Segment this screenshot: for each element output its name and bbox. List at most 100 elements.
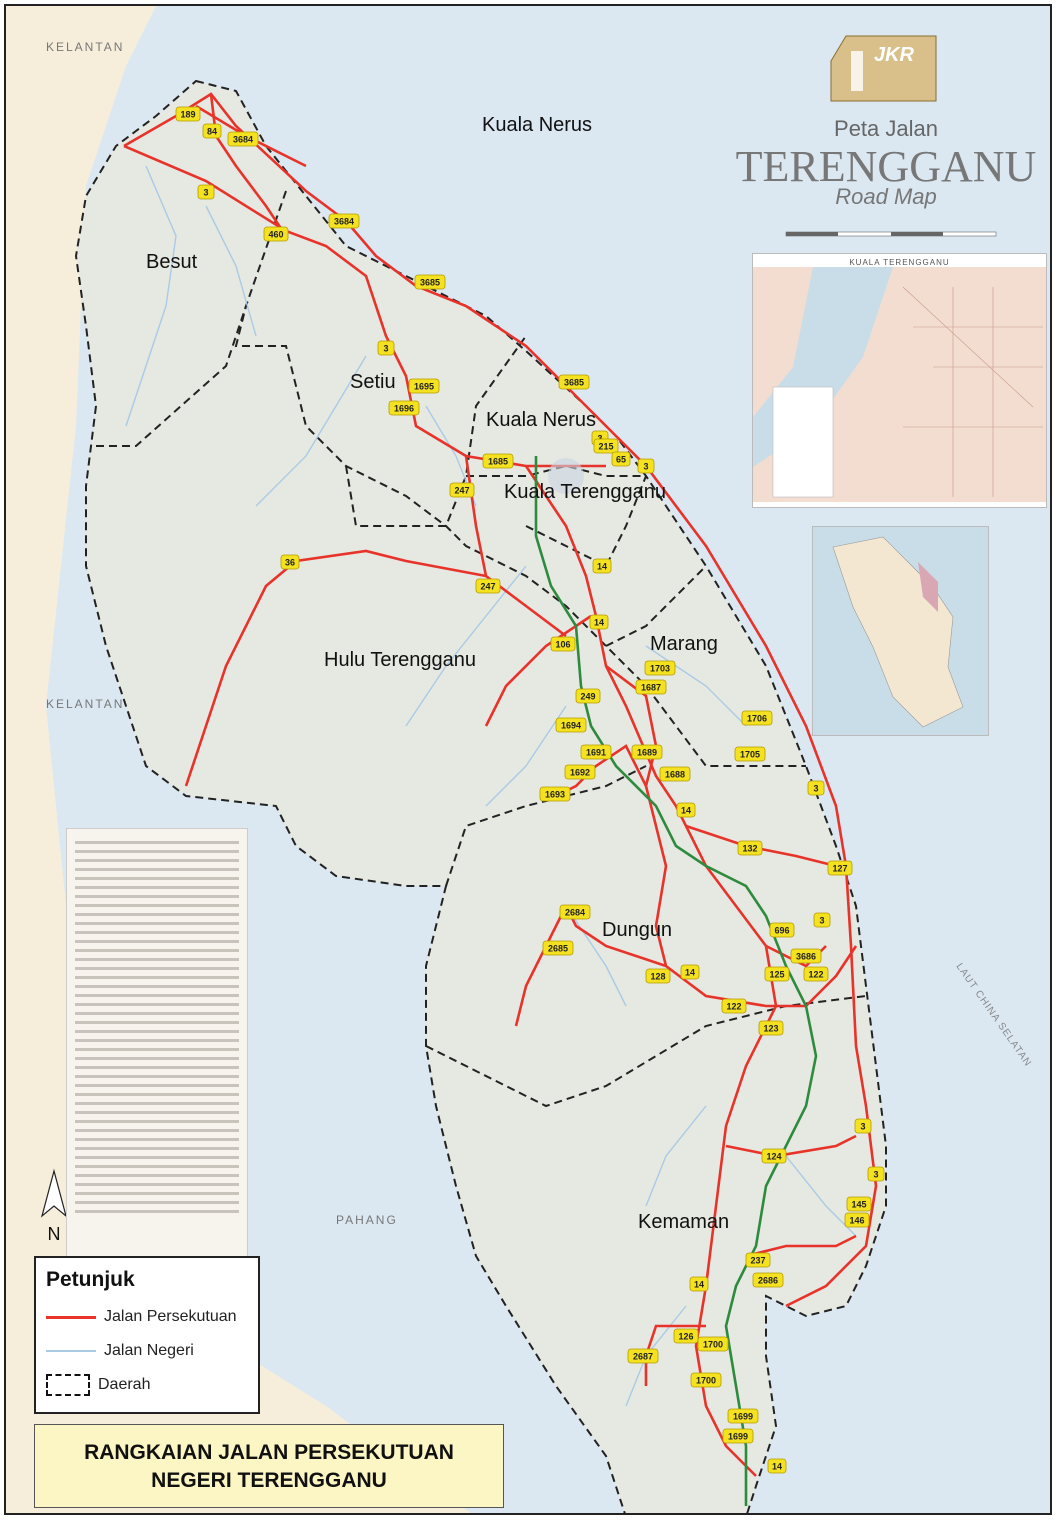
road-shield: 1691 bbox=[580, 744, 612, 760]
road-shield-number: 3 bbox=[860, 1122, 865, 1132]
road-shield: 2686 bbox=[752, 1272, 784, 1288]
map-title-en: Road Map bbox=[835, 184, 937, 209]
road-shield-number: 146 bbox=[849, 1216, 864, 1226]
road-shield: 14 bbox=[676, 802, 696, 818]
road-shield: 249 bbox=[575, 688, 601, 704]
road-shield: 2685 bbox=[542, 940, 574, 956]
federal-road-swatch bbox=[46, 1315, 96, 1319]
road-shield-number: 122 bbox=[726, 1002, 741, 1012]
map-subtitle: Peta Jalan bbox=[834, 116, 938, 141]
road-shield-number: 2686 bbox=[758, 1276, 778, 1286]
road-shield: 127 bbox=[827, 860, 853, 876]
logo-text: JKR bbox=[874, 44, 915, 66]
city-area bbox=[548, 458, 584, 494]
road-shield-number: 1699 bbox=[728, 1432, 748, 1442]
road-shield: 1706 bbox=[741, 710, 773, 726]
state-road-swatch bbox=[46, 1350, 96, 1352]
road-shield-number: 124 bbox=[766, 1152, 781, 1162]
map-frame: JKR Peta Jalan TERENGGANU Road Map KELAN… bbox=[4, 4, 1052, 1515]
road-shield-number: 14 bbox=[594, 618, 604, 628]
road-shield: 247 bbox=[475, 578, 501, 594]
road-shield: 125 bbox=[764, 966, 790, 982]
road-shield: 3684 bbox=[328, 213, 360, 229]
map-legend: Petunjuk Jalan Persekutuan Jalan Negeri … bbox=[34, 1256, 260, 1414]
road-shield-number: 2685 bbox=[548, 944, 568, 954]
district-label: Setiu bbox=[350, 371, 396, 393]
jkr-logo: JKR bbox=[830, 35, 937, 102]
road-shield-number: 1685 bbox=[488, 457, 508, 467]
road-shield: 1700 bbox=[697, 1336, 729, 1352]
road-shield-number: 145 bbox=[851, 1200, 866, 1210]
road-shield-number: 14 bbox=[685, 968, 695, 978]
road-shield-number: 3686 bbox=[796, 952, 816, 962]
road-shield: 3685 bbox=[558, 374, 590, 390]
district-label: Marang bbox=[650, 633, 718, 655]
road-shield: 2687 bbox=[627, 1348, 659, 1364]
road-shield: 1703 bbox=[644, 660, 676, 676]
road-shield: 146 bbox=[844, 1212, 870, 1228]
road-shield-number: 127 bbox=[832, 864, 847, 874]
road-shield-number: 106 bbox=[555, 640, 570, 650]
road-shield: 3 bbox=[854, 1118, 872, 1134]
road-shield-number: 1696 bbox=[394, 404, 414, 414]
road-shield-number: 1693 bbox=[545, 790, 565, 800]
north-arrow: N bbox=[40, 1168, 68, 1244]
road-shield-number: 1703 bbox=[650, 664, 670, 674]
legend-label: Jalan Negeri bbox=[104, 1342, 194, 1359]
road-shield-number: 3 bbox=[643, 462, 648, 472]
road-shield: 1700 bbox=[690, 1372, 722, 1388]
road-shield-number: 122 bbox=[808, 970, 823, 980]
road-shield-number: 1692 bbox=[570, 768, 590, 778]
road-shield: 1694 bbox=[555, 717, 587, 733]
road-shield-number: 3 bbox=[597, 434, 602, 444]
inset-city-canvas bbox=[753, 267, 1046, 502]
road-shield: 1687 bbox=[635, 679, 667, 695]
road-shield: 215 bbox=[593, 438, 619, 454]
road-shield-number: 14 bbox=[681, 806, 691, 816]
road-shield: 14 bbox=[589, 614, 609, 630]
road-shield-number: 215 bbox=[598, 442, 613, 452]
road-shield: 3 bbox=[807, 780, 825, 796]
road-shield: 145 bbox=[846, 1196, 872, 1212]
road-shield: 126 bbox=[673, 1328, 699, 1344]
road-shield: 124 bbox=[761, 1148, 787, 1164]
scale-bar bbox=[785, 231, 997, 237]
road-shield: 36 bbox=[280, 554, 300, 570]
caption-line: NEGERI TERENGGANU bbox=[151, 1469, 387, 1492]
road-shield: 3 bbox=[377, 340, 395, 356]
road-shield: 122 bbox=[721, 998, 747, 1014]
road-shield: 122 bbox=[803, 966, 829, 982]
road-shield-number: 14 bbox=[772, 1462, 782, 1472]
map-caption: RANGKAIAN JALAN PERSEKUTUAN NEGERI TEREN… bbox=[34, 1424, 504, 1508]
road-shield-number: 2684 bbox=[565, 908, 585, 918]
road-shield: 1689 bbox=[631, 744, 663, 760]
district-label: Hulu Terengganu bbox=[324, 649, 476, 671]
road-shield: 696 bbox=[769, 922, 795, 938]
road-shield-number: 3684 bbox=[233, 135, 253, 145]
district-label: Dungun bbox=[602, 919, 672, 941]
road-shield-number: 2687 bbox=[633, 1352, 653, 1362]
road-shield-number: 696 bbox=[774, 926, 789, 936]
road-shield-number: 36 bbox=[285, 558, 295, 568]
district-boundaries bbox=[96, 190, 867, 1108]
road-shield-number: 3685 bbox=[564, 378, 584, 388]
road-shield-number: 1688 bbox=[665, 770, 685, 780]
legend-label: Daerah bbox=[98, 1376, 151, 1393]
road-shield: 1688 bbox=[659, 766, 691, 782]
road-shield: 14 bbox=[767, 1458, 787, 1474]
district-label: Kuala Terengganu bbox=[504, 481, 666, 503]
road-shield-number: 1706 bbox=[747, 714, 767, 724]
neighbor-label: KELANTAN bbox=[46, 697, 124, 711]
road-shields: 1898436843460368436853169516963685316852… bbox=[175, 106, 885, 1474]
road-shield-number: 1705 bbox=[740, 750, 760, 760]
inset-peninsula-canvas bbox=[813, 527, 988, 735]
road-shield: 3 bbox=[867, 1166, 885, 1182]
inset-title: KUALA TERENGGANU bbox=[849, 258, 950, 267]
map-title: TERENGGANU bbox=[736, 142, 1037, 191]
road-shield: 1685 bbox=[482, 453, 514, 469]
road-shield: 132 bbox=[737, 840, 763, 856]
district-swatch bbox=[46, 1374, 90, 1396]
road-shield: 14 bbox=[689, 1276, 709, 1292]
road-shield: 3 bbox=[197, 184, 215, 200]
road-shield: 1705 bbox=[734, 746, 766, 762]
